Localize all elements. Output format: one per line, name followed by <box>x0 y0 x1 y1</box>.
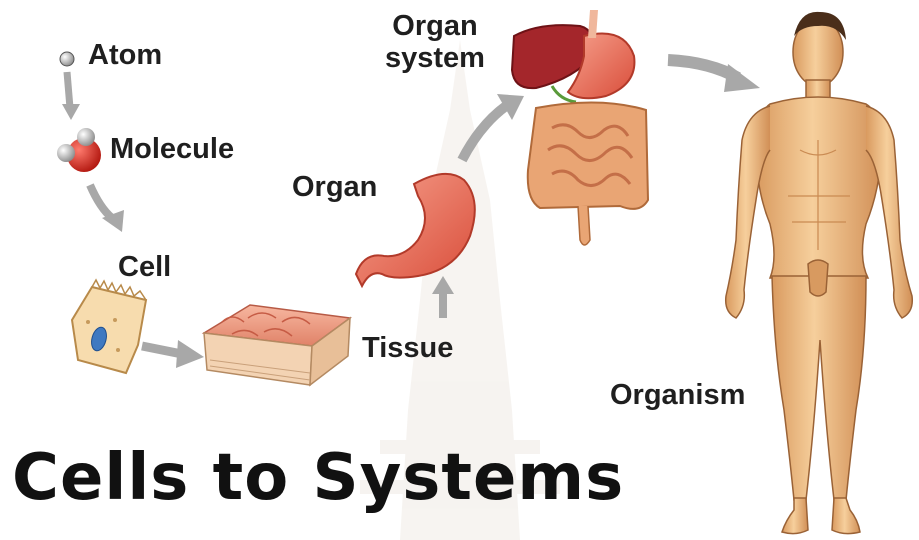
arrow-atom-to-molecule <box>67 72 70 108</box>
label-atom: Atom <box>88 40 162 71</box>
main-title: Cells to Systems <box>12 440 624 516</box>
cell-illustration <box>72 280 146 373</box>
atom-icon <box>60 52 74 66</box>
human-body-illustration <box>726 12 913 534</box>
tissue-illustration <box>204 305 350 385</box>
arrow-cell-to-tissue-head <box>176 340 204 368</box>
label-tissue: Tissue <box>362 333 453 364</box>
label-organ-system: Organ system <box>385 10 485 74</box>
arrow-molecule-to-cell <box>90 185 112 218</box>
arrow-atom-to-molecule-head <box>62 104 80 120</box>
label-cell: Cell <box>118 252 171 283</box>
molecule-icon <box>57 128 101 172</box>
flow-arrows <box>62 60 760 368</box>
label-organ-system-line2: system <box>385 42 485 74</box>
digestive-system-illustration <box>512 10 648 245</box>
label-organism: Organism <box>610 380 745 411</box>
label-molecule: Molecule <box>110 134 234 165</box>
arrow-cell-to-tissue <box>142 346 182 354</box>
label-organ: Organ <box>292 172 377 203</box>
label-organ-system-line1: Organ <box>385 10 485 42</box>
arrow-system-to-organism-head <box>724 64 760 92</box>
